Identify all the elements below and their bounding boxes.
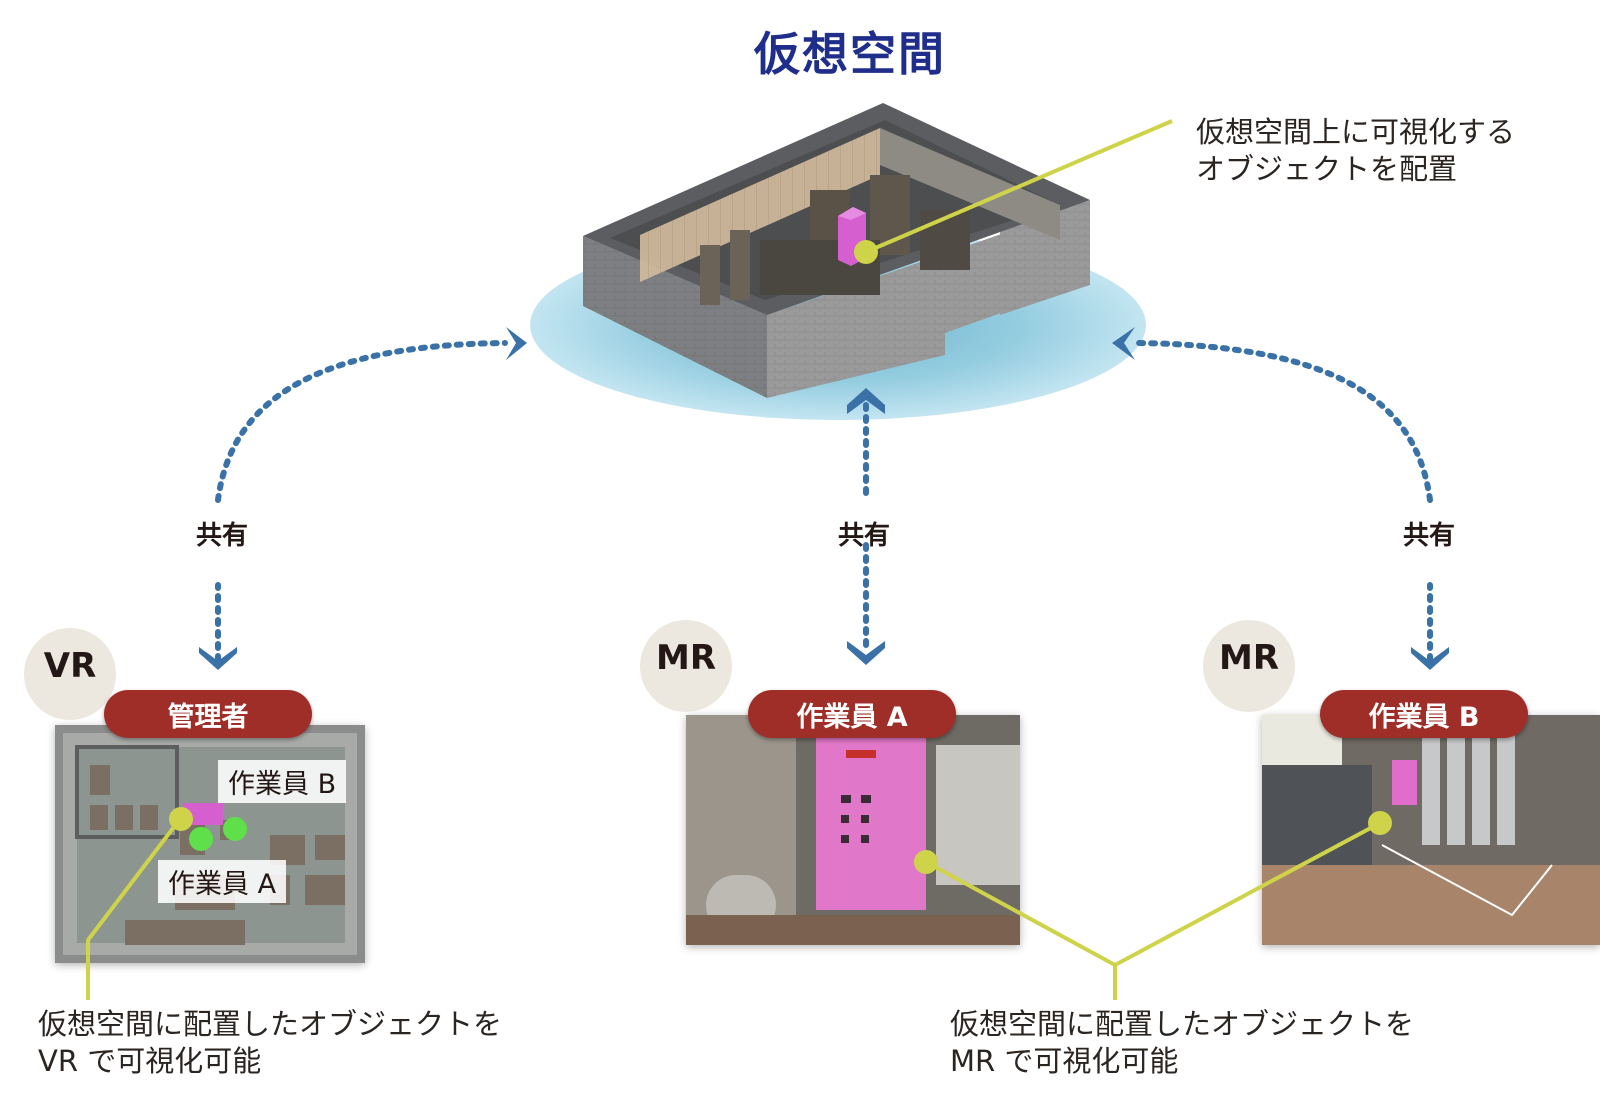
share-label-center: 共有 bbox=[838, 521, 891, 551]
worker-a-label: 作業員 A bbox=[158, 860, 287, 903]
callout-line-1: 仮想空間に配置したオブジェクトを bbox=[38, 1007, 503, 1041]
arrowhead-down-icon bbox=[199, 647, 237, 670]
top-callout-dot bbox=[854, 240, 878, 264]
mr-view-worker-a bbox=[686, 715, 1020, 945]
role-pill-worker-a: 作業員 A bbox=[748, 690, 956, 738]
callout-line-2: MR で可視化可能 bbox=[950, 1044, 1179, 1078]
arrowhead-left-icon bbox=[1112, 327, 1135, 360]
callout-line-1: 仮想空間に配置したオブジェクトを bbox=[950, 1007, 1415, 1041]
mr-view-worker-b bbox=[1262, 715, 1600, 945]
bottom-right-callout: 仮想空間に配置したオブジェクトを MR で可視化可能 bbox=[950, 1006, 1414, 1080]
worker-b-label: 作業員 B bbox=[218, 760, 347, 803]
page-title: 仮想空間 bbox=[754, 27, 946, 81]
role-pill-manager: 管理者 bbox=[104, 690, 312, 738]
arrowhead-right-icon bbox=[506, 327, 527, 360]
virtual-building-model bbox=[583, 103, 1090, 398]
mode-badge-mr-b: MR bbox=[1203, 620, 1295, 712]
arrowhead-down-icon bbox=[1411, 647, 1449, 670]
arrowhead-up-icon bbox=[847, 388, 885, 414]
share-arrow-left bbox=[215, 340, 508, 663]
share-label-right: 共有 bbox=[1403, 521, 1456, 551]
callout-line-2: オブジェクトを配置 bbox=[1196, 152, 1458, 186]
worker-b-marker bbox=[223, 817, 247, 841]
top-callout-text: 仮想空間上に可視化する オブジェクトを配置 bbox=[1196, 114, 1515, 188]
vr-callout-dot bbox=[169, 807, 193, 831]
mode-badge-vr: VR bbox=[24, 628, 116, 720]
role-pill-worker-b: 作業員 B bbox=[1320, 690, 1528, 738]
highlight-panel bbox=[816, 735, 926, 910]
callout-line-2: VR で可視化可能 bbox=[38, 1044, 262, 1078]
top-callout-line bbox=[865, 119, 1173, 254]
highlight-object bbox=[183, 803, 223, 825]
share-arrow-right bbox=[1132, 340, 1433, 663]
bottom-left-callout: 仮想空間に配置したオブジェクトを VR で可視化可能 bbox=[38, 1006, 502, 1080]
share-label-left: 共有 bbox=[196, 521, 249, 551]
arrowhead-down-icon bbox=[847, 641, 885, 665]
worker-a-marker bbox=[189, 827, 213, 851]
highlight-panel bbox=[1392, 760, 1417, 805]
mr-photo-worker-a bbox=[686, 715, 1020, 945]
mode-badge-mr-a: MR bbox=[640, 620, 732, 712]
mr-photo-worker-b bbox=[1262, 715, 1600, 945]
callout-line-1: 仮想空間上に可視化する bbox=[1196, 115, 1516, 149]
